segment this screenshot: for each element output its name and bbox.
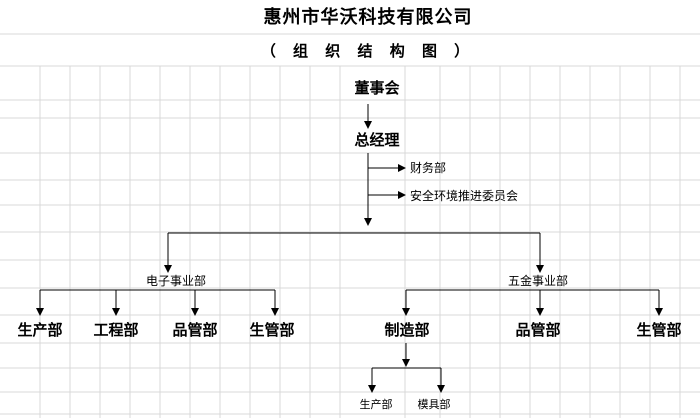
node-e-quality: 品管部 [172,321,218,339]
node-gm: 总经理 [354,131,400,149]
node-h-manufacturing: 制造部 [384,321,430,339]
chart-subtitle: （ 组 织 结 构 图 ） [260,42,476,60]
node-e-production: 生产部 [17,321,63,339]
node-m-production: 生产部 [359,398,393,411]
node-electronics-division: 电子事业部 [145,274,207,288]
node-e-engineering: 工程部 [93,321,139,339]
node-finance: 财务部 [410,161,447,175]
company-title: 惠州市华沃科技有限公司 [263,7,473,28]
node-hardware-division: 五金事业部 [507,274,569,288]
node-h-production-control: 生管部 [636,321,682,339]
node-m-mold: 模具部 [417,398,451,411]
node-board: 董事会 [354,79,400,97]
node-h-quality: 品管部 [515,321,561,339]
node-safety-committee: 安全环境推进委员会 [410,189,519,203]
node-e-production-control: 生管部 [249,321,295,339]
